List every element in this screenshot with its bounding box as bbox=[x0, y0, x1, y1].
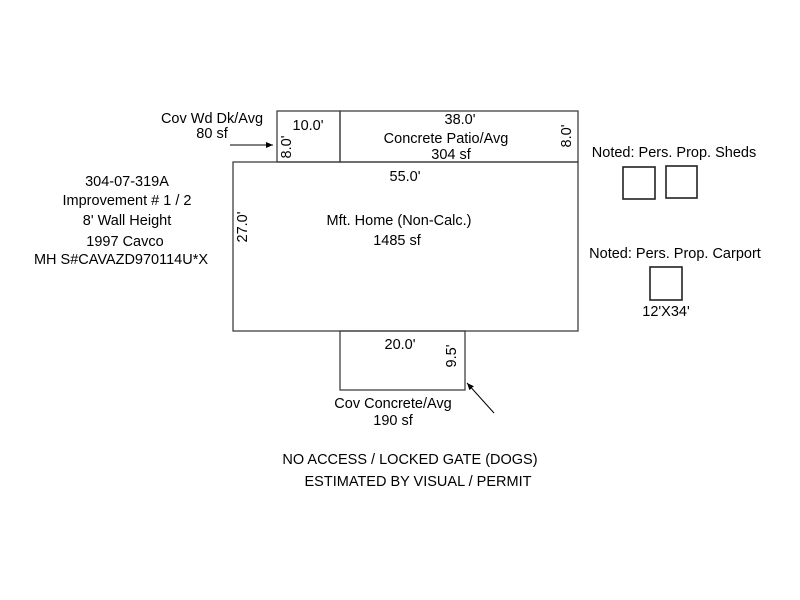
cov-concrete-area: 190 sf bbox=[373, 413, 413, 429]
deck-depth-dim: 8.0' bbox=[279, 135, 295, 158]
home-area: 1485 sf bbox=[373, 233, 422, 249]
sheds-section: Noted: Pers. Prop. Sheds bbox=[592, 145, 756, 200]
deck-section: 10.0' 8.0' Cov Wd Dk/Avg 80 sf bbox=[161, 110, 341, 163]
deck-area: 80 sf bbox=[196, 126, 228, 142]
patio-depth-dim: 8.0' bbox=[559, 124, 575, 147]
note-access: NO ACCESS / LOCKED GATE (DOGS) bbox=[282, 452, 537, 468]
carport-outline bbox=[649, 266, 683, 301]
cov-concrete-width-dim: 20.0' bbox=[385, 337, 416, 353]
sheds-label: Noted: Pers. Prop. Sheds bbox=[592, 145, 756, 161]
cov-concrete-pointer-arrow bbox=[466, 382, 495, 414]
wall-height: 8' Wall Height bbox=[83, 213, 171, 229]
parcel-number: 304-07-319A bbox=[85, 174, 169, 190]
home-depth-dim: 27.0' bbox=[235, 211, 251, 242]
cov-concrete-outline bbox=[339, 330, 466, 391]
cov-concrete-section: 20.0' 9.5' Cov Concrete/Avg 190 sf bbox=[334, 330, 495, 429]
cov-concrete-label: Cov Concrete/Avg bbox=[334, 396, 451, 412]
patio-label: Concrete Patio/Avg bbox=[384, 131, 509, 147]
cov-concrete-depth-dim: 9.5' bbox=[444, 344, 460, 367]
serial-number: MH S#CAVAZD970114U*X bbox=[34, 252, 208, 268]
carport-size: 12'X34' bbox=[642, 304, 690, 320]
home-section: 55.0' 27.0' Mft. Home (Non-Calc.) 1485 s… bbox=[232, 161, 579, 332]
shed-1-outline bbox=[622, 166, 656, 200]
patio-area: 304 sf bbox=[431, 147, 471, 163]
deck-label: Cov Wd Dk/Avg bbox=[161, 111, 263, 127]
shed-2-outline bbox=[665, 165, 698, 199]
home-label: Mft. Home (Non-Calc.) bbox=[326, 213, 471, 229]
patio-width-dim: 38.0' bbox=[445, 112, 476, 128]
patio-section: 38.0' Concrete Patio/Avg 304 sf 8.0' bbox=[339, 110, 579, 163]
home-width-dim: 55.0' bbox=[390, 169, 421, 185]
parcel-info: 304-07-319A Improvement # 1 / 2 8' Wall … bbox=[34, 174, 208, 268]
deck-width-dim: 10.0' bbox=[293, 118, 324, 134]
improvement-number: Improvement # 1 / 2 bbox=[63, 193, 192, 209]
carport-label: Noted: Pers. Prop. Carport bbox=[589, 246, 761, 262]
note-estimated: ESTIMATED BY VISUAL / PERMIT bbox=[305, 474, 532, 490]
carport-section: Noted: Pers. Prop. Carport 12'X34' bbox=[589, 246, 761, 320]
year-make: 1997 Cavco bbox=[86, 234, 163, 250]
notes: NO ACCESS / LOCKED GATE (DOGS) ESTIMATED… bbox=[282, 452, 537, 490]
